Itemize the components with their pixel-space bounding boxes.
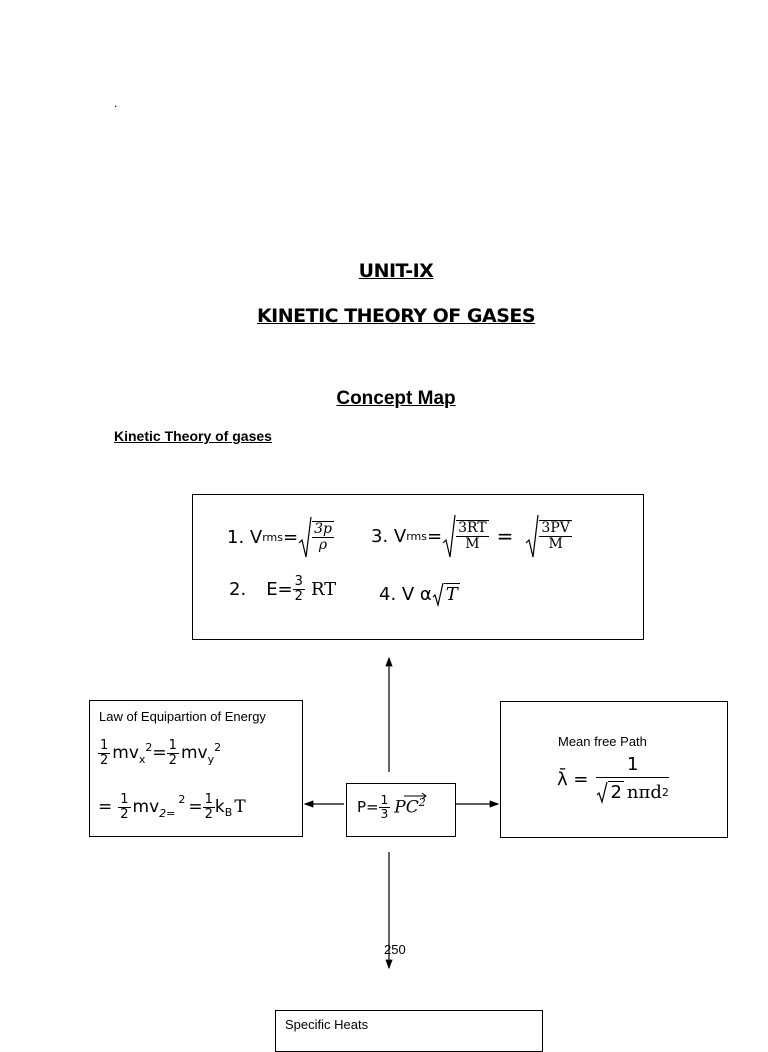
pc-vector: PC2: [394, 792, 428, 818]
f3-den: M: [465, 536, 480, 552]
f3-num: 3RT: [456, 520, 489, 537]
f1-eq: =: [283, 526, 299, 548]
b-sub: B: [224, 805, 233, 819]
frac-den: 3: [380, 806, 389, 821]
pc: PC: [394, 797, 419, 818]
sq: 2: [214, 740, 222, 754]
mv-y: mv: [180, 743, 208, 764]
equipartition-title: Law of Equipartion of Energy: [99, 709, 266, 724]
frac-den: 2: [100, 752, 109, 768]
sqrt-icon: [597, 781, 609, 804]
page-number: 250: [384, 942, 406, 957]
frac-den: 2: [204, 806, 213, 822]
f2-den: 2: [294, 588, 303, 604]
chapter-title: KINETIC THEORY OF GASES: [256, 305, 536, 327]
frac-num: 1: [98, 738, 111, 754]
eq: =: [188, 797, 203, 818]
unit-title: UNIT-IX: [358, 260, 434, 282]
f2-rt: RT: [310, 578, 337, 600]
sqrt-icon: [442, 514, 456, 558]
frac-den: 2: [168, 752, 177, 768]
mean-free-path-title: Mean free Path: [558, 734, 647, 749]
f1-num: 3p: [312, 521, 334, 538]
sq: 2: [661, 785, 669, 799]
f3-equals: =: [496, 524, 514, 548]
f4-t: T: [443, 583, 460, 605]
specific-heats-box: Specific Heats: [275, 1010, 543, 1052]
f1-sub: rms: [262, 530, 283, 544]
frac-num: 1: [118, 792, 131, 808]
f3-num2: 3PV: [539, 520, 572, 537]
frac-den: 2: [120, 806, 129, 822]
frac-num: 1: [166, 738, 179, 754]
f4-text: 4. V α: [379, 583, 432, 605]
f1-den: ρ: [318, 537, 328, 553]
y-sub: y: [207, 752, 215, 766]
f3-den2: M: [548, 536, 563, 552]
mfp-den: nπd: [626, 781, 662, 803]
f2-prefix: 2.: [229, 578, 247, 600]
f2-e: E=: [266, 578, 293, 600]
mv-x: mv: [112, 743, 139, 764]
sq: 2: [145, 740, 153, 754]
sqrt-icon: [298, 516, 312, 558]
lambda-eq: λ̄ =: [557, 768, 589, 790]
eq: =: [98, 797, 113, 818]
x-sub: x: [138, 752, 146, 766]
z-sub: 2=: [159, 806, 176, 820]
f1-prefix: 1. V: [227, 526, 263, 548]
mfp-num: 1: [596, 754, 669, 778]
mv-z: mv: [132, 797, 160, 818]
vector-arrow-icon: [404, 792, 428, 800]
k-b: k: [214, 797, 225, 818]
frac-num: 1: [202, 792, 215, 808]
mfp-root: 2: [608, 781, 624, 803]
stray-dot: .: [114, 96, 118, 110]
p-eq: P=: [357, 798, 379, 817]
eq: =: [152, 743, 167, 764]
sqrt-icon: [525, 514, 540, 558]
sq: 2: [418, 796, 426, 810]
frac-num: 1: [378, 793, 391, 808]
connector-arrows: [303, 656, 500, 970]
f3-sub: rms: [406, 529, 427, 543]
sq: 2: [178, 792, 186, 806]
f2-num: 3: [292, 574, 305, 590]
sqrt-icon: [432, 582, 444, 607]
concept-map-heading: Concept Map: [336, 388, 456, 409]
f3-eq: =: [427, 525, 443, 547]
specific-heats-title: Specific Heats: [285, 1017, 369, 1032]
kinetic-theory-subheading: Kinetic Theory of gases: [114, 428, 272, 444]
f3-prefix: 3. V: [371, 525, 407, 547]
temp-t: T: [234, 797, 246, 818]
